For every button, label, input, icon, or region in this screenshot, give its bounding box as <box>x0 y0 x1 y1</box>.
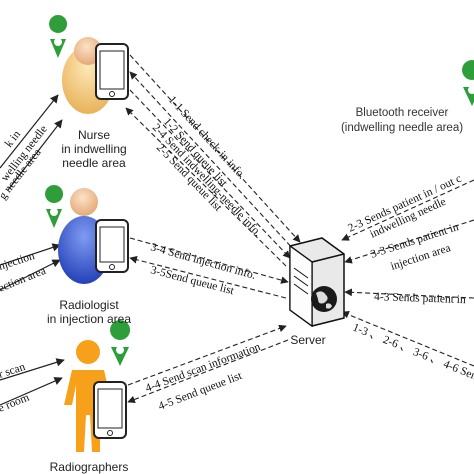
msg-1-3: 1-3 、 2-6 、 3-6 、 4-6 Sends <box>351 322 474 387</box>
radiologist-label: Radiologist in injection area <box>24 298 154 326</box>
server-icon <box>289 237 345 328</box>
location-pin-icon <box>45 185 64 228</box>
smartphone-icon <box>95 43 129 100</box>
radiographers-label: Radiographers <box>24 460 154 474</box>
radiologist-label-line1: Radiologist <box>59 298 119 312</box>
radiographer-figure <box>64 320 131 452</box>
radiologist-label-line2: in injection area <box>46 312 132 326</box>
server-label: Server <box>290 333 325 347</box>
bluetooth-label-line2: (indwelling needle area) <box>340 122 464 134</box>
radiologist-figure <box>45 185 129 284</box>
radiographers-label-line1: Radiographers <box>49 460 129 474</box>
left-label-f: r scan <box>0 361 27 381</box>
nurse-label: Nurse in indwelling needle area <box>44 128 144 170</box>
location-pin-icon <box>110 320 131 366</box>
msg-4-3: 4-3 Sends patient in <box>374 291 466 306</box>
smartphone-icon <box>95 219 129 273</box>
message-arrows <box>125 54 474 404</box>
smartphone-icon <box>93 381 127 439</box>
nurse-label-line3: needle area <box>62 156 126 170</box>
location-pin-icon <box>462 60 474 106</box>
bluetooth-label-line1: Bluetooth receiver <box>355 107 449 119</box>
location-pin-icon <box>49 15 68 58</box>
globe-icon <box>311 286 337 312</box>
left-label-g: e room <box>0 392 31 415</box>
nurse-label-line2: in indwelling <box>61 142 127 156</box>
left-edge-arrows <box>0 94 65 406</box>
nurse-figure <box>49 15 129 114</box>
nurse-label-line1: Nurse <box>77 128 110 142</box>
left-label-a: k in <box>3 128 23 149</box>
bluetooth-label: Bluetooth receiver (indwelling needle ar… <box>330 106 474 136</box>
